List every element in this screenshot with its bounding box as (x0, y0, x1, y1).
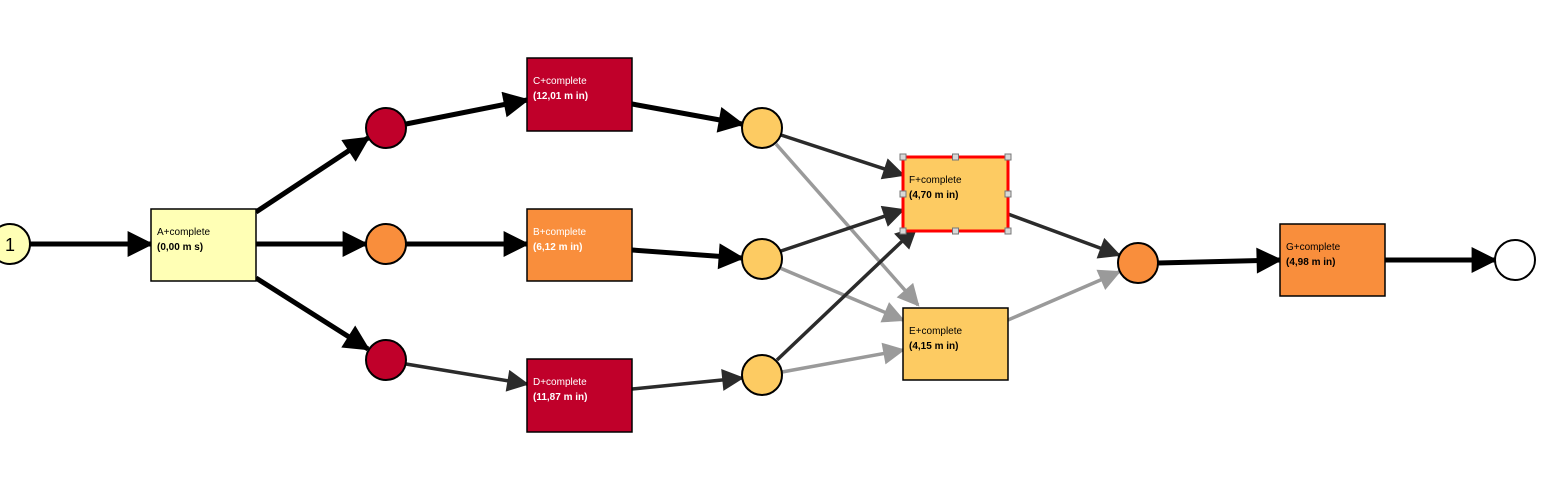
selection-handle[interactable] (1004, 190, 1012, 198)
transition-box[interactable] (526, 57, 633, 132)
arc-t_b-to-p_b[interactable] (631, 243, 745, 270)
transition-duration: (4,70 m in) (909, 190, 958, 201)
transition-box[interactable] (1279, 223, 1386, 297)
selection-handle[interactable] (899, 190, 907, 198)
transition-box[interactable] (150, 208, 257, 282)
transition-name: A+complete (157, 227, 211, 238)
selection-handle[interactable] (952, 153, 959, 161)
transition-duration: (4,15 m in) (909, 341, 958, 352)
place-p_join[interactable] (1117, 242, 1159, 284)
arc-p_d-to-t_e[interactable] (781, 342, 906, 374)
selection-handle[interactable] (899, 227, 907, 235)
sink-place[interactable] (1494, 239, 1536, 281)
selection-handle[interactable] (1004, 227, 1012, 235)
arcs-layer (30, 91, 1498, 392)
selection-handle[interactable] (952, 227, 959, 235)
place-p_d[interactable] (741, 354, 783, 396)
transition-box[interactable] (526, 358, 633, 433)
source-place-token-label: 1 (5, 235, 15, 255)
arc-t_e-to-p_join[interactable] (1007, 269, 1122, 322)
transition-duration: (0,00 m s) (157, 242, 203, 253)
transition-duration: (4,98 m in) (1286, 257, 1335, 268)
transition-name: B+complete (533, 227, 587, 238)
transition-name: C+complete (533, 76, 587, 87)
place-p_c[interactable] (741, 107, 783, 149)
transition-name: G+complete (1286, 242, 1341, 253)
place-p_b[interactable] (741, 238, 783, 280)
arc-p_a_c-to-t_c[interactable] (405, 91, 530, 127)
transition-name: E+complete (909, 326, 963, 337)
selection-handle[interactable] (899, 153, 907, 161)
arc-p_a_d-to-t_d[interactable] (405, 362, 530, 392)
transition-t_g[interactable]: G+complete (4,98 m in) (1279, 223, 1386, 297)
arc-t_f-to-p_join[interactable] (1007, 212, 1122, 259)
transition-t_e[interactable]: E+complete (4,15 m in) (902, 307, 1009, 381)
arc-p_b-to-t_e[interactable] (779, 266, 906, 323)
selection-handle[interactable] (1004, 153, 1012, 161)
transition-name: F+complete (909, 175, 962, 186)
transition-duration: (11,87 m in) (533, 392, 587, 403)
arc-p_c-to-t_f[interactable] (780, 133, 906, 180)
transition-box[interactable] (902, 307, 1009, 381)
place-p_a_d[interactable] (365, 339, 407, 381)
arc-t_a-to-p_a_d[interactable] (254, 275, 371, 352)
arc-p_c-to-t_e[interactable] (774, 142, 920, 307)
transition-duration: (6,12 m in) (533, 242, 582, 253)
transition-t_b[interactable]: B+complete (6,12 m in) (526, 208, 633, 282)
source-place[interactable] (0, 223, 31, 265)
arc-t_c-to-p_c[interactable] (631, 101, 745, 133)
transition-t_a[interactable]: A+complete (0,00 m s) (150, 208, 257, 282)
arc-p_b-to-t_f[interactable] (780, 205, 906, 253)
arc-p_join-to-t_g[interactable] (1157, 247, 1283, 274)
transition-t_d[interactable]: D+complete (11,87 m in) (526, 358, 633, 433)
nodes-layer: 1 A+complete (0,00 m s) C+complete (12,01 m … (0, 57, 1536, 433)
arc-t_a-to-p_a_c[interactable] (254, 135, 371, 215)
transition-t_c[interactable]: C+complete (12,01 m in) (526, 57, 633, 132)
transition-t_f[interactable]: F+complete (4,70 m in) (899, 153, 1012, 235)
place-p_a_c[interactable] (365, 107, 407, 149)
transition-box[interactable] (526, 208, 633, 282)
transition-duration: (12,01 m in) (533, 91, 588, 102)
arc-p_d-to-t_f[interactable] (775, 226, 918, 362)
place-p_a_b[interactable] (365, 223, 407, 265)
arc-t_d-to-p_d[interactable] (631, 369, 745, 391)
transition-name: D+complete (533, 377, 587, 388)
